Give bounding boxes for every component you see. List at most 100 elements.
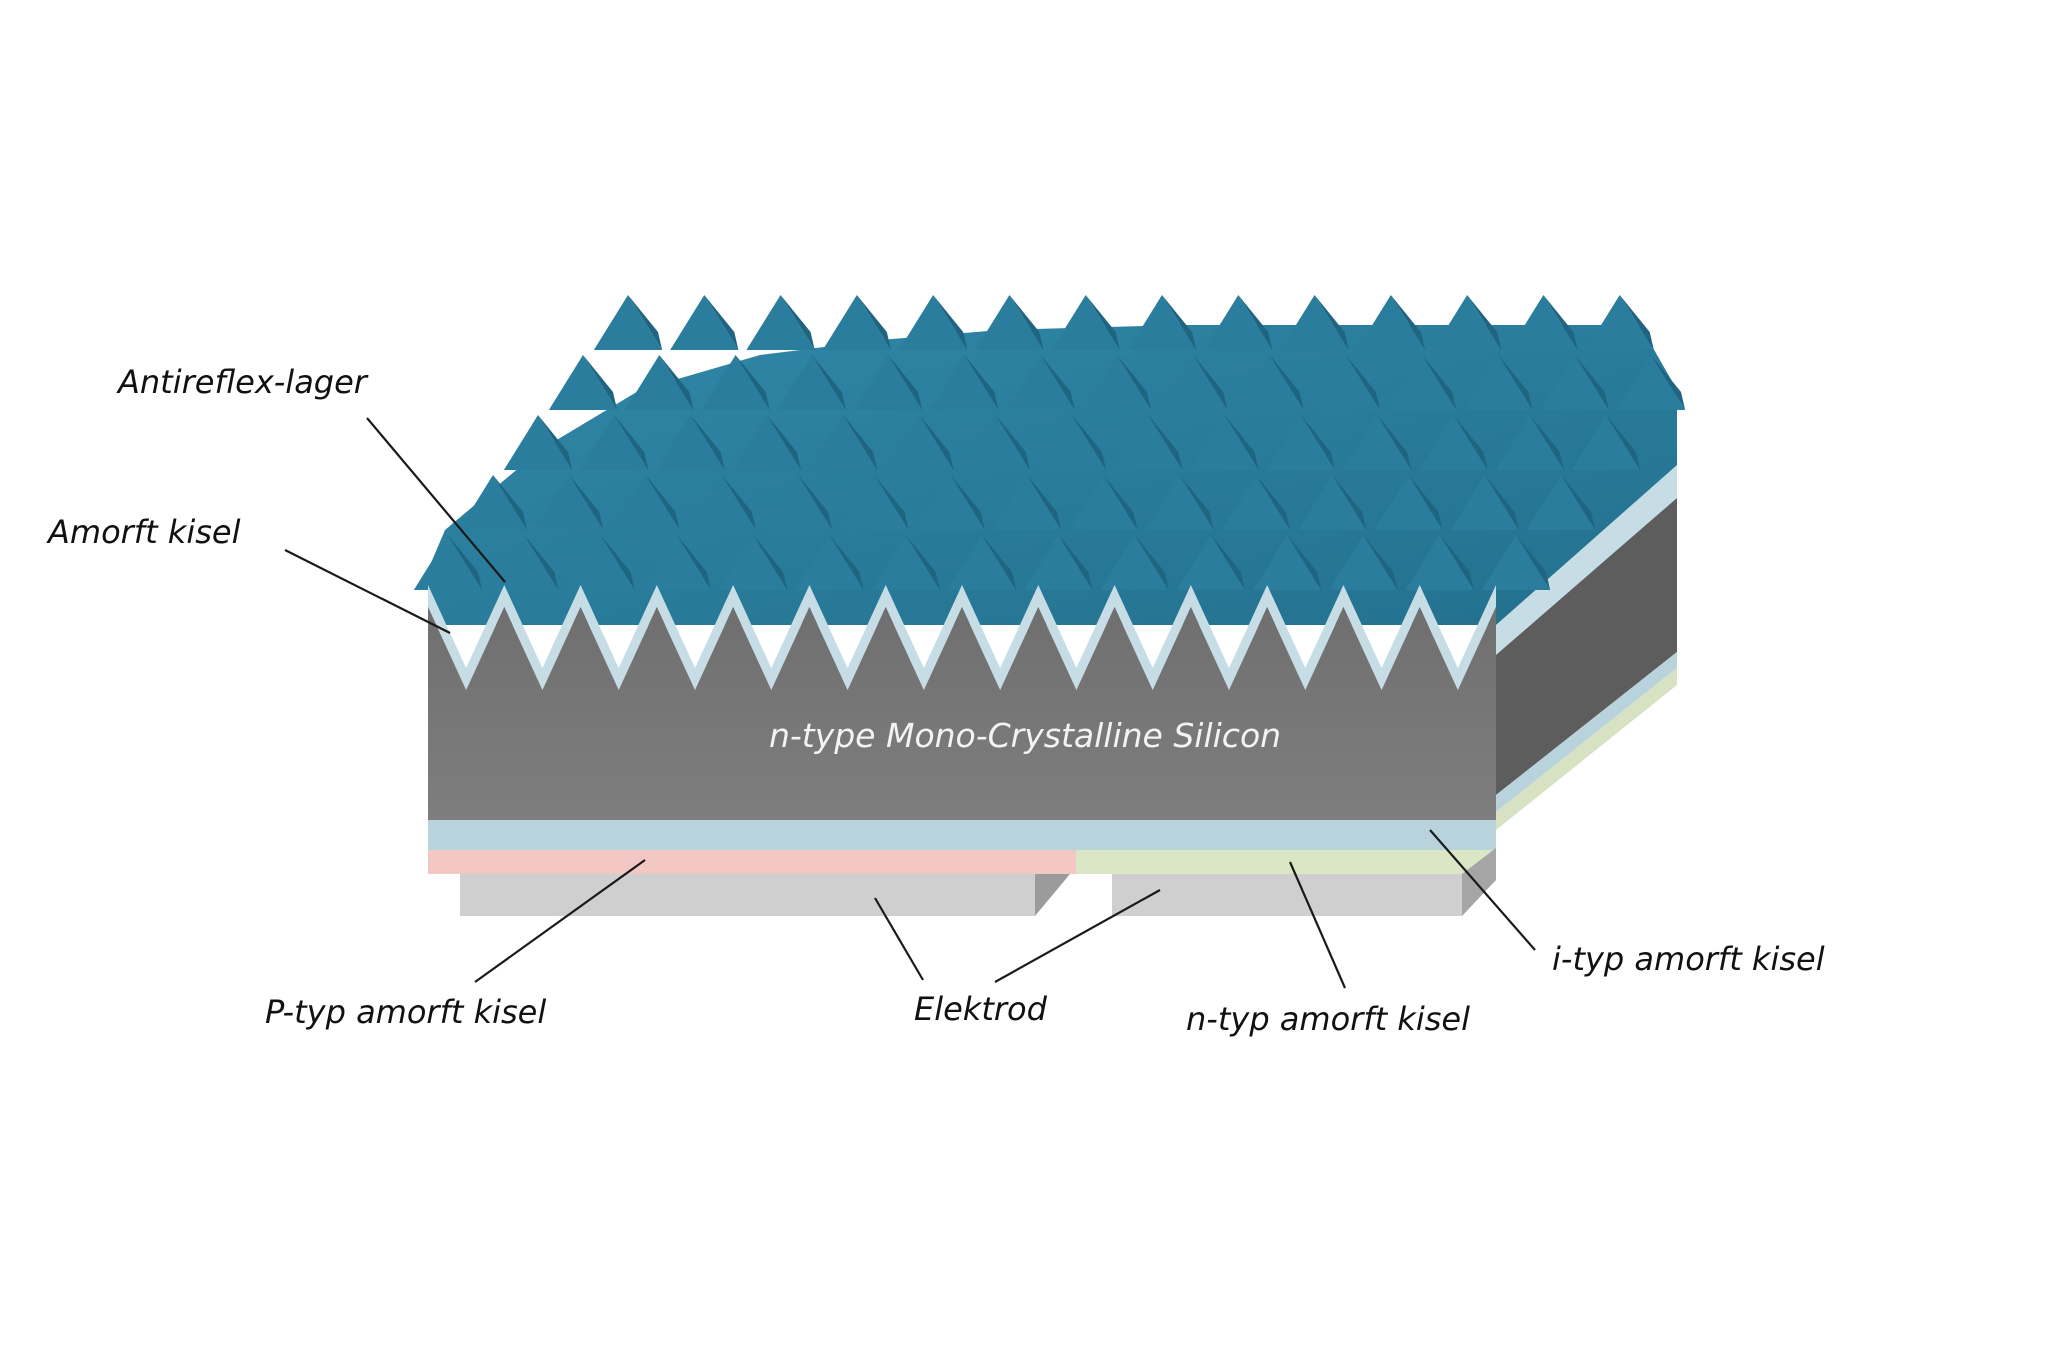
- pyramid-face-light: [548, 355, 618, 410]
- pyramid-face-light: [1221, 475, 1290, 530]
- amorphous-silicon-zigzag: [428, 585, 1496, 690]
- silicon-front-face: [428, 607, 1496, 820]
- pyramid-face-light: [625, 355, 694, 410]
- electrode-right-side: [1462, 848, 1496, 916]
- pyramid-face-dark: [766, 415, 801, 470]
- pyramid-face-dark: [1027, 475, 1062, 530]
- pyramid-face-light: [916, 475, 985, 530]
- pyramid-face-light: [1082, 355, 1152, 410]
- pyramid-face-light: [1540, 355, 1609, 410]
- pyramid-face-dark: [721, 475, 756, 530]
- label-antireflex: Antireflex-lager: [116, 363, 369, 401]
- pyramid-face-light: [535, 475, 604, 530]
- pyramid-face-light: [1616, 355, 1686, 410]
- pyramid-face-dark: [933, 295, 968, 350]
- pyramid-face-light: [503, 415, 573, 470]
- pyramid-face-dark: [676, 535, 711, 590]
- pyramid-face-light: [1509, 295, 1578, 350]
- pyramid-face-dark: [1085, 295, 1120, 350]
- pyramid-face-light: [947, 535, 1017, 590]
- pyramid-face-light: [1069, 475, 1138, 530]
- pyramid-face-dark: [1390, 295, 1425, 350]
- pyramid-face-dark: [798, 475, 833, 530]
- label-ityp: i-typ amorft kisel: [1552, 940, 1825, 978]
- pyramid-face-light: [961, 415, 1030, 470]
- pyramid-face-dark: [1606, 415, 1641, 470]
- leader-amorft: [284, 549, 451, 634]
- pyramid-face-light: [1526, 475, 1596, 530]
- pyramid-face-dark: [645, 475, 680, 530]
- pyramid-face-light: [1450, 475, 1519, 530]
- pyramid-face-light: [687, 475, 756, 530]
- pyramid-face-light: [1235, 355, 1304, 410]
- pyramid-face-dark: [1148, 415, 1183, 470]
- pyramid-face-dark: [1162, 295, 1197, 350]
- pyramid-face-light: [930, 355, 999, 410]
- pyramid-face-light: [732, 415, 801, 470]
- pyramid-face-light: [992, 475, 1062, 530]
- pyramid-face-dark: [690, 415, 725, 470]
- n-layer-side-face: [1496, 668, 1677, 830]
- pyramid-face-light: [1266, 415, 1335, 470]
- pyramid-face-dark: [1377, 415, 1412, 470]
- pyramid-face-light: [1343, 415, 1412, 470]
- pyramid-face-dark: [1529, 415, 1564, 470]
- pyramid-face-dark: [780, 295, 815, 350]
- pyramid-face-light: [809, 415, 878, 470]
- pyramid-face-light: [840, 475, 909, 530]
- pyramid-face-dark: [982, 535, 1017, 590]
- pyramid-face-dark: [1561, 475, 1596, 530]
- pyramid-face-light: [764, 475, 833, 530]
- pyramid-face-light: [795, 535, 864, 590]
- pyramid-face-light: [1585, 295, 1654, 350]
- pyramid-face-dark: [919, 415, 954, 470]
- pyramid-face-dark: [1314, 295, 1349, 350]
- pyramid-face-dark: [614, 415, 649, 470]
- pyramid-face-dark: [1040, 355, 1075, 410]
- pyramid-face-dark: [704, 295, 739, 350]
- pyramid-face-dark: [1467, 295, 1502, 350]
- electrode-left-side: [1035, 874, 1070, 916]
- pyramid-face-light: [1204, 295, 1273, 350]
- pyramid-face-light: [490, 535, 559, 590]
- pyramid-face-light: [1253, 535, 1322, 590]
- pyramid-face-light: [566, 535, 635, 590]
- pyramid-face-dark: [1574, 355, 1609, 410]
- pyramid-face-dark: [1009, 295, 1044, 350]
- pyramid-face-light: [854, 355, 923, 410]
- pyramid-face-dark: [1179, 475, 1214, 530]
- pyramid-face-dark: [753, 535, 788, 590]
- leader-elektrod-left: [874, 897, 924, 981]
- label-elektrod: Elektrod: [914, 990, 1048, 1028]
- pyramid-face-light: [1495, 415, 1564, 470]
- pyramid-face-light: [1127, 295, 1197, 350]
- pyramid-face-dark: [1287, 535, 1322, 590]
- pyramid-face-dark: [448, 535, 483, 590]
- label-ntyp: n-typ amorft kisel: [1186, 1000, 1470, 1038]
- pyramid-face-light: [1037, 415, 1107, 470]
- pyramid-face-light: [1298, 475, 1367, 530]
- pyramid-face-light: [611, 475, 680, 530]
- pyramid-face-light: [975, 295, 1044, 350]
- pyramid-face-dark: [1224, 415, 1259, 470]
- pyramid-face-light: [1176, 535, 1245, 590]
- pyramid-face-light: [719, 535, 788, 590]
- electrode-right: [1112, 874, 1462, 916]
- pyramid-face-dark: [1300, 415, 1335, 470]
- pyramid-face-dark: [995, 415, 1030, 470]
- pyramid-face-dark: [1269, 355, 1304, 410]
- pyramid-face-light: [899, 295, 968, 350]
- pyramid-face-dark: [1134, 535, 1169, 590]
- silicon-center-label: n-type Mono-Crystalline Silicon: [769, 716, 1281, 755]
- leader-antireflex: [366, 417, 506, 583]
- pyramid-face-dark: [1072, 415, 1107, 470]
- pyramid-face-dark: [1422, 355, 1457, 410]
- pyramid-face-light: [1405, 535, 1474, 590]
- pyramid-face-dark: [829, 535, 864, 590]
- pyramid-face-light: [1571, 415, 1641, 470]
- pyramid-face-dark: [1439, 535, 1474, 590]
- pyramid-face-dark: [950, 475, 985, 530]
- pyramid-face-dark: [905, 535, 940, 590]
